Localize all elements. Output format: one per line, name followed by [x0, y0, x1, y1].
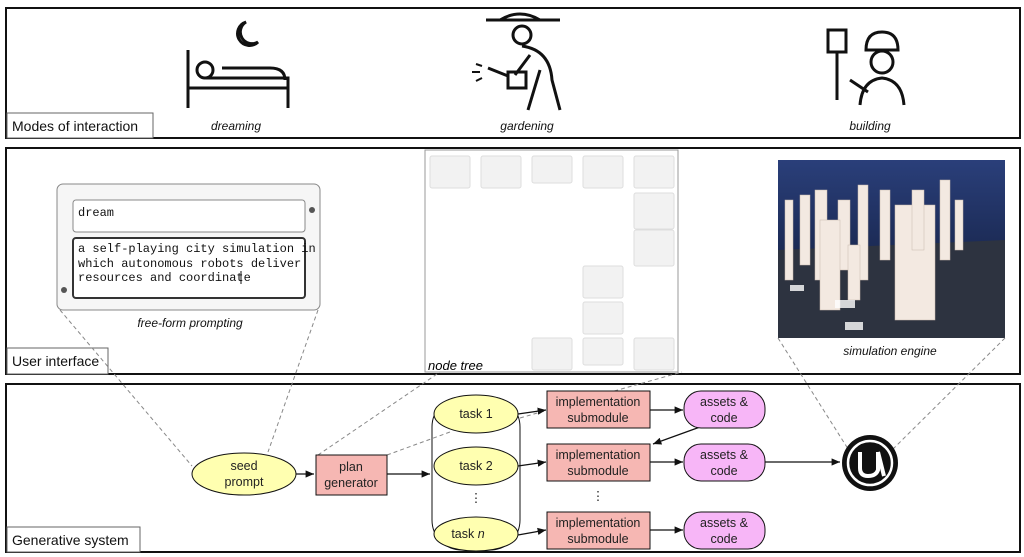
- tree-node-card[interactable]: [531, 337, 573, 371]
- svg-text:task n: task n: [451, 527, 484, 541]
- seed-prompt-node: seed prompt: [191, 452, 297, 496]
- tree-node-card[interactable]: [633, 192, 675, 230]
- prompt-interface: dream a self-playing city simulation in …: [56, 183, 321, 311]
- tree-node-card[interactable]: [633, 155, 675, 189]
- implementation-submodule-2: implementation submodule: [546, 443, 651, 482]
- svg-text:code: code: [710, 411, 737, 425]
- prompt-line-3: resources and coordinate: [78, 271, 251, 285]
- task-1-node: task 1: [433, 394, 519, 434]
- implementation-submodule-1: implementation submodule: [546, 390, 651, 429]
- mode-input-value: dream: [78, 206, 114, 220]
- svg-text:assets &: assets &: [700, 395, 749, 409]
- assets-code-1: assets & code: [683, 390, 766, 429]
- mode-input[interactable]: [72, 199, 306, 233]
- task-n-node: task n: [433, 516, 519, 552]
- svg-text:prompt: prompt: [225, 475, 264, 489]
- svg-text:task 1: task 1: [459, 407, 492, 421]
- implementation-submodule-3: implementation submodule: [546, 511, 651, 550]
- sleeping-person-moon-icon: [186, 20, 290, 108]
- svg-text:assets &: assets &: [700, 448, 749, 462]
- svg-text:seed: seed: [230, 459, 257, 473]
- prompt-line-2: which autonomous robots deliver: [78, 257, 301, 271]
- dashed-connectors: [59, 309, 1006, 467]
- svg-text:submodule: submodule: [567, 532, 628, 546]
- svg-text:implementation: implementation: [556, 395, 641, 409]
- tree-node-card[interactable]: [582, 337, 624, 366]
- impl-ellipsis: ⋮: [592, 489, 605, 503]
- svg-text:submodule: submodule: [567, 411, 628, 425]
- svg-text:submodule: submodule: [567, 464, 628, 478]
- svg-text:code: code: [710, 464, 737, 478]
- svg-text:task 2: task 2: [459, 459, 492, 473]
- tree-node-card[interactable]: [429, 155, 471, 189]
- tree-node-card[interactable]: [582, 155, 624, 189]
- assets-code-2: assets & code: [683, 443, 766, 482]
- prompt-textarea[interactable]: [72, 237, 306, 299]
- gen-label: Generative system: [12, 532, 129, 548]
- ui-panel: User interface dream a self-playing city…: [5, 147, 1021, 375]
- tree-node-card[interactable]: [531, 155, 573, 184]
- svg-text:generator: generator: [324, 476, 378, 490]
- caption-dreaming: dreaming: [211, 119, 261, 133]
- prompt-line-1: a self-playing city simulation in: [78, 242, 316, 256]
- assets-code-3: assets & code: [683, 511, 766, 550]
- task-2-node: task 2: [433, 446, 519, 486]
- prompt-caption: free-form prompting: [137, 316, 243, 330]
- caption-gardening: gardening: [500, 119, 554, 133]
- tree-node-card[interactable]: [582, 301, 624, 335]
- sim-caption: simulation engine: [843, 344, 937, 358]
- simulation-view: [778, 160, 1005, 338]
- tree-node-card[interactable]: [633, 337, 675, 371]
- svg-text:assets &: assets &: [700, 516, 749, 530]
- tree-node-card[interactable]: [633, 229, 675, 267]
- gardener-watering-can-icon: [472, 12, 562, 111]
- unreal-engine-logo-icon: [842, 435, 898, 491]
- caption-building: building: [849, 119, 891, 133]
- svg-text:code: code: [710, 532, 737, 546]
- tree-caption: node tree: [428, 358, 483, 373]
- modes-panel: Modes of interaction dreaming gardening …: [5, 7, 1021, 139]
- plan-generator-node: plan generator: [315, 454, 388, 496]
- tasks-ellipsis: ⋮: [470, 491, 483, 505]
- svg-text:plan: plan: [339, 460, 363, 474]
- svg-text:implementation: implementation: [556, 448, 641, 462]
- node-tree: node tree: [424, 149, 679, 373]
- gen-panel: Generative system seed prompt: [5, 309, 1021, 553]
- tree-node-card[interactable]: [582, 265, 624, 299]
- builder-hammer-icon: [826, 28, 906, 106]
- svg-text:implementation: implementation: [556, 516, 641, 530]
- tree-node-card[interactable]: [480, 155, 522, 189]
- ui-label: User interface: [12, 353, 99, 369]
- modes-label: Modes of interaction: [12, 118, 138, 134]
